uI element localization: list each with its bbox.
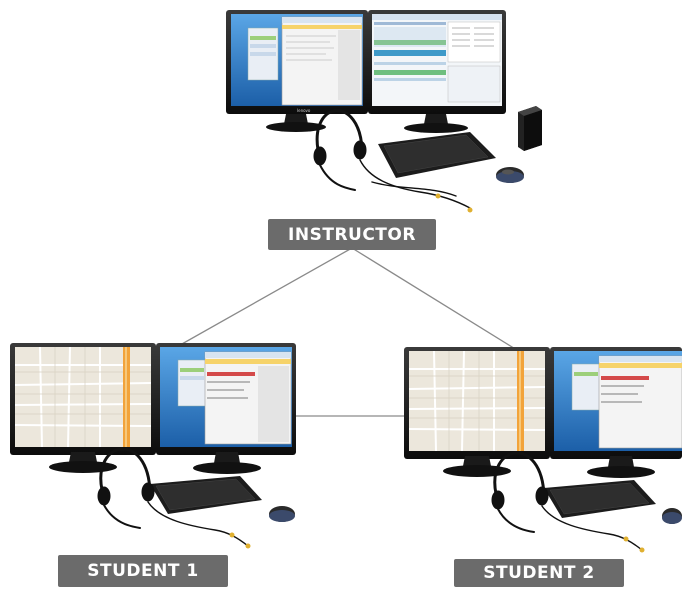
student1-mouse bbox=[269, 506, 295, 522]
student2-monitor-left bbox=[404, 347, 550, 477]
student2-label-text: STUDENT 2 bbox=[483, 563, 595, 583]
student1-headset bbox=[97, 447, 251, 549]
student2-monitor-right bbox=[550, 347, 682, 478]
student1-monitor-left bbox=[10, 343, 156, 473]
mini-pc-tower bbox=[518, 106, 542, 151]
line-instructor-student2 bbox=[351, 247, 526, 356]
student1-keyboard bbox=[150, 476, 262, 514]
student1-label-text: STUDENT 1 bbox=[87, 561, 199, 581]
instructor-station: lenovo bbox=[226, 10, 542, 213]
student1-station bbox=[10, 343, 296, 549]
student2-keyboard bbox=[544, 480, 656, 518]
student2-station bbox=[404, 347, 682, 553]
instructor-mouse bbox=[496, 167, 524, 183]
instructor-monitor-left: lenovo bbox=[226, 10, 368, 132]
student1-label: STUDENT 1 bbox=[58, 555, 228, 587]
monitor-brand-logo: lenovo bbox=[297, 108, 311, 113]
instructor-headset bbox=[313, 109, 473, 213]
instructor-keyboard bbox=[378, 132, 496, 178]
student1-monitor-right bbox=[156, 343, 296, 474]
instructor-label: INSTRUCTOR bbox=[268, 219, 436, 250]
instructor-monitor-right bbox=[368, 10, 506, 133]
student2-label: STUDENT 2 bbox=[454, 559, 624, 587]
instructor-label-text: INSTRUCTOR bbox=[288, 224, 416, 245]
student2-headset bbox=[491, 451, 645, 553]
student2-mouse bbox=[662, 508, 682, 524]
